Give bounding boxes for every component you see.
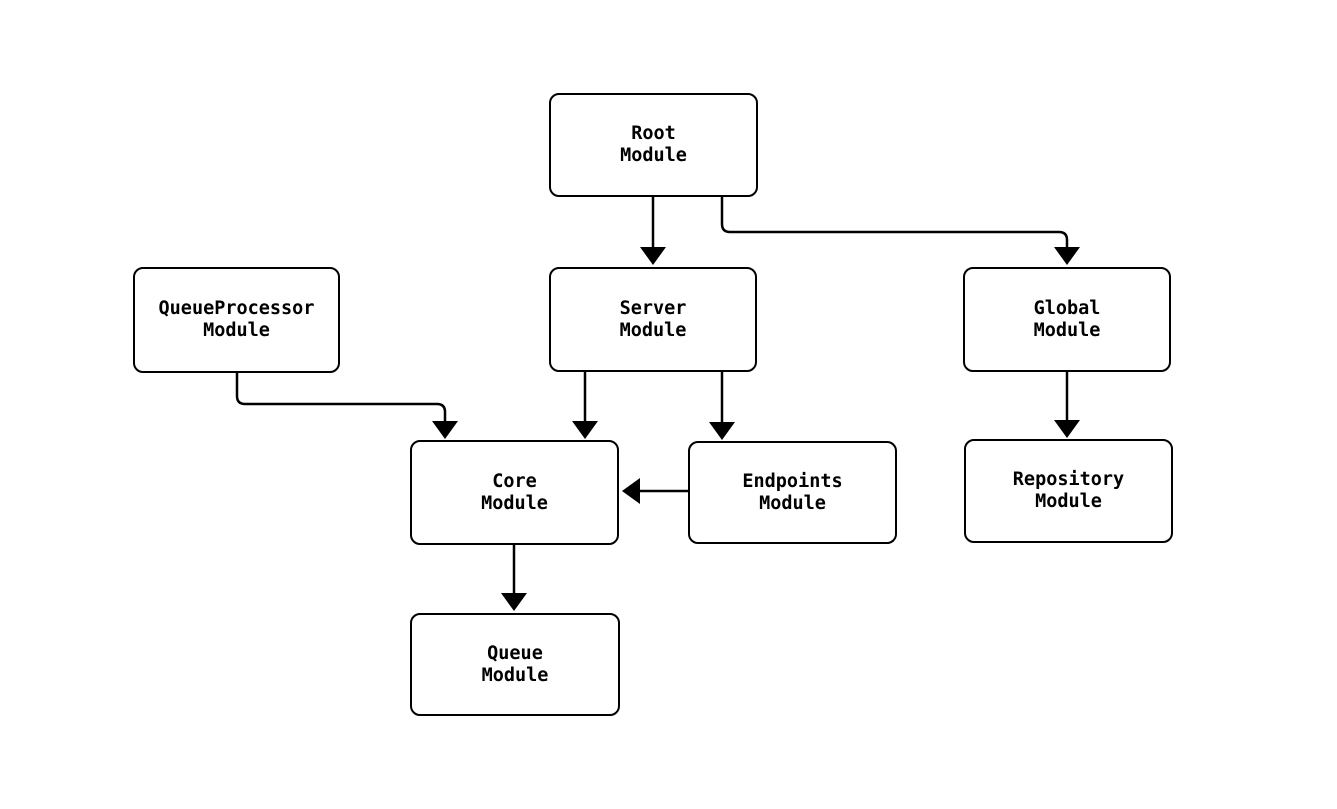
node-label: Global Module — [1033, 297, 1101, 341]
arrowhead-icon — [622, 478, 640, 504]
node-label: Server Module — [619, 297, 687, 341]
node-queue-module: Queue Module — [410, 613, 620, 716]
node-server-module: Server Module — [549, 267, 757, 372]
edge-global-to-repository — [1054, 371, 1080, 438]
node-queueprocessor-module: QueueProcessor Module — [133, 267, 340, 373]
node-label: Core Module — [481, 470, 548, 514]
arrowhead-icon — [1054, 420, 1080, 438]
arrowhead-icon — [709, 422, 735, 440]
edge-server-to-core — [572, 371, 598, 439]
arrowhead-icon — [501, 593, 527, 611]
node-root-module: Root Module — [549, 93, 758, 197]
node-label: Endpoints Module — [742, 470, 843, 514]
node-label: QueueProcessor Module — [158, 298, 315, 341]
node-label: Queue Module — [481, 642, 549, 686]
arrowhead-icon — [640, 247, 666, 265]
arrowhead-icon — [432, 421, 458, 439]
edge-core-to-queue — [501, 544, 527, 611]
edge-root-to-server — [640, 197, 666, 265]
node-label: Root Module — [620, 123, 687, 166]
edge-root-to-global — [720, 197, 1080, 265]
node-global-module: Global Module — [963, 267, 1171, 372]
edge-queueprocessor-to-core — [235, 371, 458, 439]
edge-server-to-endpoints — [709, 371, 735, 440]
node-repository-module: Repository Module — [964, 439, 1173, 543]
node-label: Repository Module — [1012, 469, 1125, 512]
edge-endpoints-to-core — [622, 478, 688, 504]
arrowhead-icon — [572, 421, 598, 439]
node-core-module: Core Module — [410, 440, 619, 545]
node-endpoints-module: Endpoints Module — [688, 441, 897, 544]
arrowhead-icon — [1054, 247, 1080, 265]
